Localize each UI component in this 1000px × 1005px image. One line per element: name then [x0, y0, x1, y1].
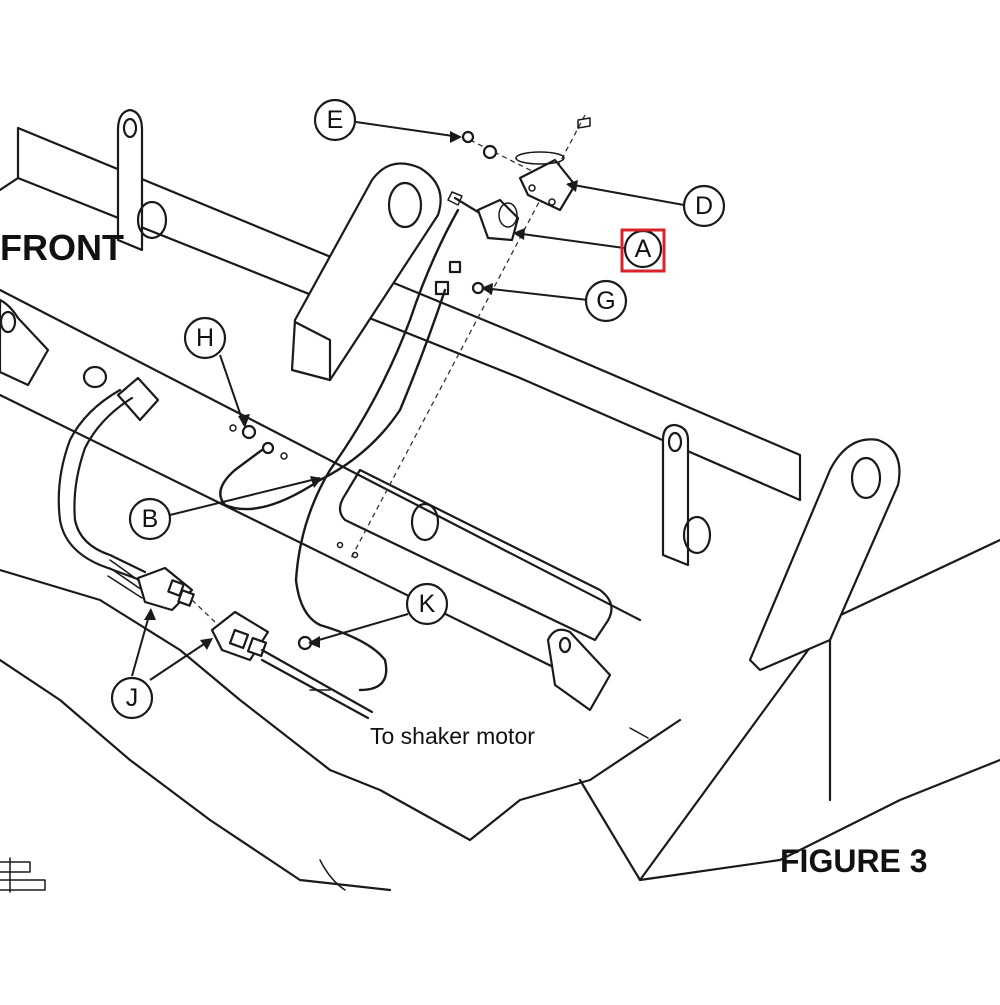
lug-left [116, 108, 168, 252]
callout-K: K [405, 582, 449, 626]
callout-E-label: E [327, 106, 344, 134]
callout-G: G [584, 279, 628, 323]
callout-B: B [128, 497, 172, 541]
lower-bracket [546, 628, 612, 712]
callout-K-label: K [419, 590, 436, 618]
callout-D-label: D [695, 192, 713, 220]
bottom-left-parts [0, 857, 346, 893]
lift-arm-right [748, 438, 901, 672]
slotted-plate [338, 468, 613, 642]
callout-H-label: H [196, 324, 214, 352]
callout-G-label: G [596, 287, 615, 315]
callout-A-label: A [635, 235, 652, 263]
arrowheads [144, 131, 578, 650]
callout-J: J [110, 676, 154, 720]
lug-right [661, 423, 712, 567]
wiring [219, 208, 460, 692]
front-label: FRONT [0, 227, 124, 268]
callout-E: E [313, 98, 357, 142]
chassis-frame [0, 126, 1000, 892]
callout-B-label: B [142, 505, 159, 533]
lift-arm-center [290, 162, 442, 382]
left-bracket [0, 298, 50, 387]
harness [57, 365, 374, 720]
callout-J-label: J [126, 684, 139, 712]
callout-H: H [183, 316, 227, 360]
callout-A: A [620, 228, 666, 273]
sensor-assembly [336, 117, 591, 559]
leader-lines [131, 121, 685, 681]
shaker-motor-note: To shaker motor [370, 723, 535, 749]
figure-caption: FIGURE 3 [780, 843, 928, 879]
callout-A-highlight [620, 228, 666, 273]
callout-D: D [682, 184, 726, 228]
